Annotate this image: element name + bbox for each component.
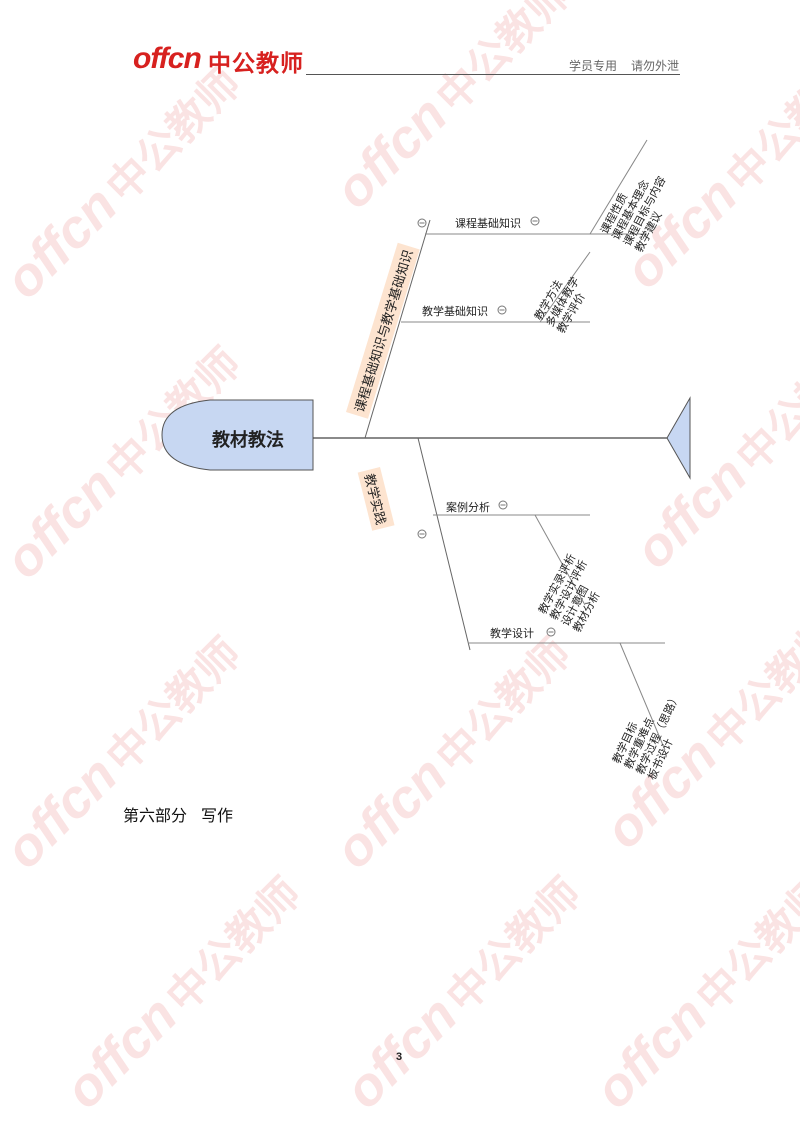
watermark: offcn中公教师 xyxy=(53,861,313,1121)
watermark-text: 中公教师 xyxy=(686,868,800,1022)
sub-label-course-knowledge: 课程基础知识 xyxy=(455,217,521,230)
fish-head-shape xyxy=(161,399,314,471)
detail-bone-line xyxy=(589,139,648,235)
diagram-lines xyxy=(161,139,691,751)
watermark-text: 中公教师 xyxy=(726,328,800,482)
fish-tail-shape xyxy=(666,396,691,480)
sub-label-case-analysis: 案例分析 xyxy=(446,501,490,514)
header-note: 学员专用请勿外泄 xyxy=(569,57,679,74)
watermark-text: 中公教师 xyxy=(156,868,311,1022)
upper-bone-line xyxy=(364,219,431,439)
watermark-text: 中公教师 xyxy=(436,868,591,1022)
note-confidential: 请勿外泄 xyxy=(630,59,679,73)
watermark-logo: offcn xyxy=(0,174,129,311)
detail-bone-line xyxy=(539,251,591,323)
watermark-text: 中公教师 xyxy=(696,608,800,762)
watermark-logo: offcn xyxy=(0,744,129,881)
header-rule xyxy=(306,74,680,75)
brand-name: 中公教师 xyxy=(208,51,304,77)
diagram-head-title: 教材教法 xyxy=(212,430,284,451)
collapse-icon[interactable] xyxy=(546,627,556,637)
collapse-icon[interactable] xyxy=(530,216,540,226)
watermark: offcn中公教师 xyxy=(583,861,800,1121)
collapse-icon[interactable] xyxy=(417,218,427,228)
fishbone-diagram: 教材教法 课程基础知识与教学基础知识 课程基础知识 教学基础知识 课程性质 课程… xyxy=(150,130,700,782)
watermark-logo: offcn xyxy=(0,454,129,591)
sub-label-teaching-knowledge: 教学基础知识 xyxy=(422,305,488,318)
lower-bone-line xyxy=(417,437,471,651)
section-number: 第六部分 xyxy=(123,806,188,825)
collapse-icon[interactable] xyxy=(497,305,507,315)
collapse-icon[interactable] xyxy=(417,529,427,539)
page-header: offcn 中公教师 学员专用请勿外泄 xyxy=(0,0,800,90)
sub-label-lesson-design: 教学设计 xyxy=(490,627,534,640)
collapse-icon[interactable] xyxy=(498,500,508,510)
watermark-logo: offcn xyxy=(53,984,189,1121)
section-name: 写作 xyxy=(201,806,234,825)
detail-bone-line xyxy=(619,642,666,751)
watermark-logo: offcn xyxy=(583,984,719,1121)
page-number: 3 xyxy=(396,1051,403,1063)
note-students-only: 学员专用 xyxy=(568,59,617,73)
section-heading: 第六部分写作 xyxy=(123,802,233,826)
watermark: offcn中公教师 xyxy=(333,861,593,1121)
detail-bone-line xyxy=(534,514,586,606)
brand-logo: offcn xyxy=(133,42,202,75)
